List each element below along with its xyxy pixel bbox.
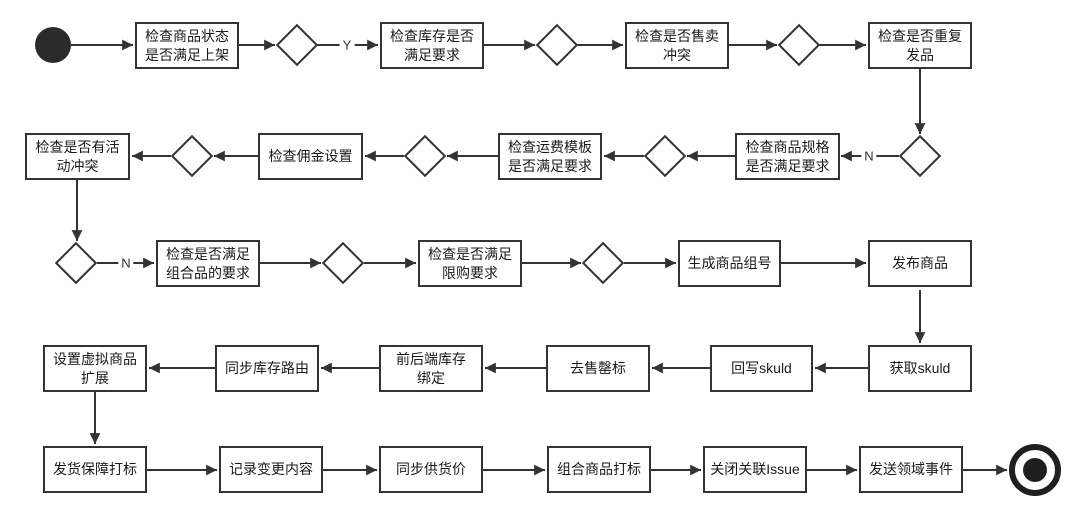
node-record-changes[interactable]: 记录变更内容	[219, 446, 323, 493]
node-check-bundle[interactable]: 检查是否满足 组合品的要求	[156, 240, 260, 287]
edge-label-yes: Y	[339, 37, 355, 53]
node-bundle-tag[interactable]: 组合商品打标	[547, 446, 651, 493]
node-generate-group-id[interactable]: 生成商品组号	[678, 240, 781, 287]
edge-label-no-2: N	[118, 255, 134, 271]
node-write-back-skuid[interactable]: 回写skuld	[710, 345, 813, 392]
node-check-inventory[interactable]: 检查库存是否 满足要求	[380, 22, 484, 69]
node-publish-product[interactable]: 发布商品	[868, 240, 972, 287]
node-inventory-binding[interactable]: 前后端库存 绑定	[379, 345, 483, 392]
node-check-shipping-template[interactable]: 检查运费模板 是否满足要求	[498, 133, 602, 180]
node-get-skuid[interactable]: 获取skuld	[868, 345, 972, 392]
node-check-sale-conflict[interactable]: 检查是否售卖 冲突	[625, 22, 729, 69]
node-shipping-guarantee-tag[interactable]: 发货保障打标	[43, 446, 147, 493]
edge-label-no-1: N	[861, 148, 877, 164]
node-remove-soldout-tag[interactable]: 去售罄标	[546, 345, 650, 392]
start-event-node[interactable]	[35, 27, 71, 63]
node-check-purchase-limit[interactable]: 检查是否满足 限购要求	[418, 240, 522, 287]
node-check-duplicate[interactable]: 检查是否重复 发品	[868, 22, 972, 69]
node-check-listing-status[interactable]: 检查商品状态 是否满足上架	[135, 22, 239, 69]
node-sync-supply-price[interactable]: 同步供货价	[379, 446, 483, 493]
node-send-domain-event[interactable]: 发送领域事件	[859, 446, 963, 493]
node-check-spec[interactable]: 检查商品规格 是否满足要求	[735, 133, 840, 180]
node-set-virtual-extension[interactable]: 设置虚拟商品 扩展	[43, 345, 147, 392]
end-event-inner-dot	[1023, 458, 1047, 482]
end-event-node[interactable]	[1009, 444, 1061, 496]
node-close-issue[interactable]: 关闭关联Issue	[703, 446, 807, 493]
node-check-activity-conflict[interactable]: 检查是否有活 动冲突	[25, 133, 130, 180]
node-sync-inventory-route[interactable]: 同步库存路由	[215, 345, 319, 392]
node-check-commission[interactable]: 检查佣金设置	[258, 133, 363, 180]
